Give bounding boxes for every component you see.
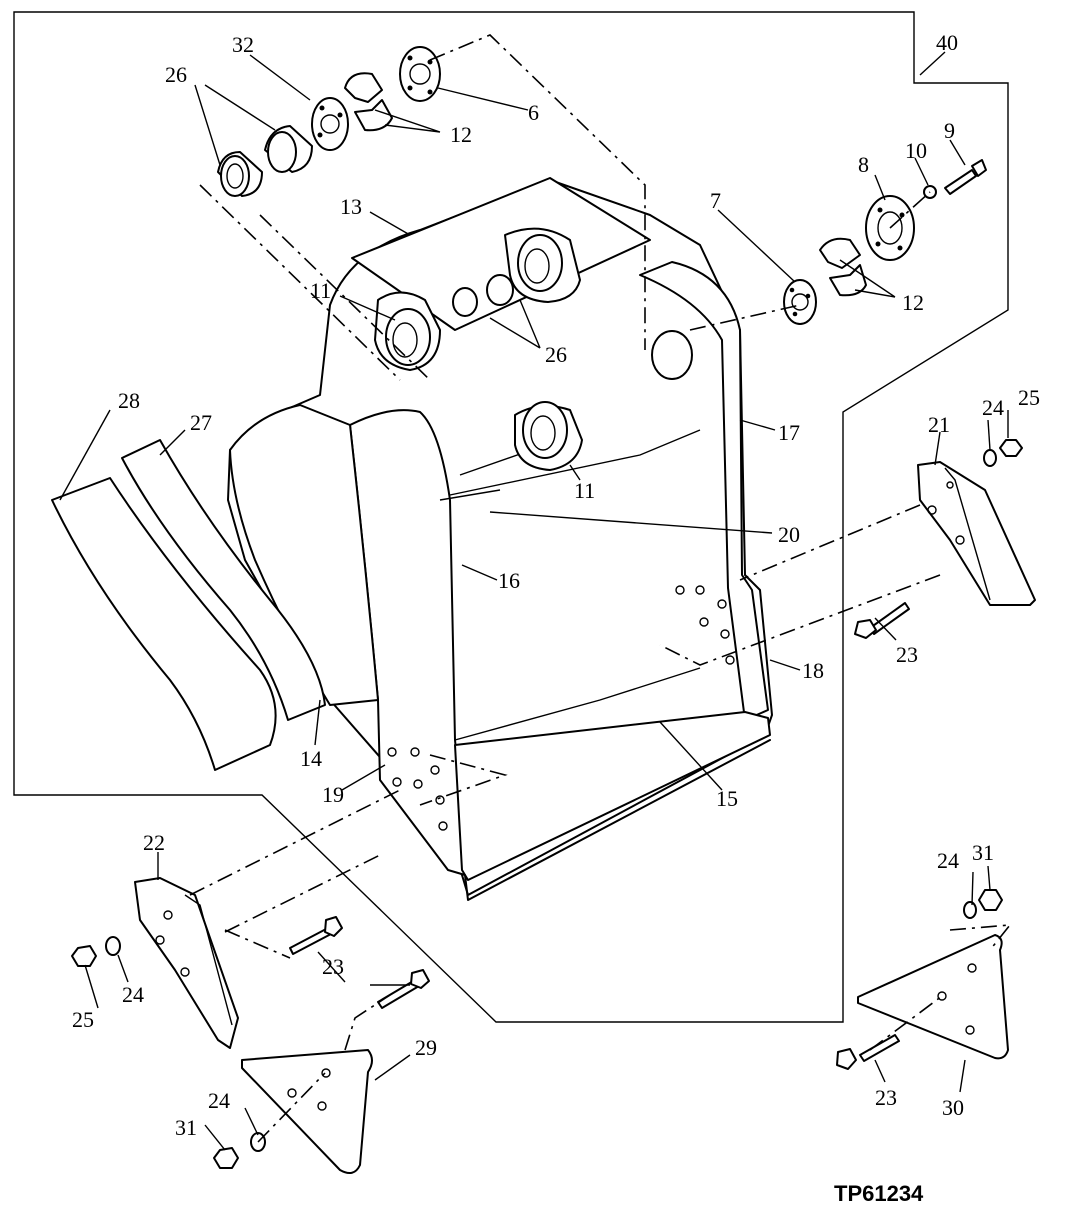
bushing-on-boss-b: [486, 274, 514, 306]
pin-hardware-upper-left: [217, 46, 441, 197]
leader-lines: [59, 51, 1009, 1151]
callout-14: 14: [300, 746, 322, 771]
left-upper-bore: [385, 308, 431, 366]
callout-26-upper: 26: [165, 62, 187, 87]
callout-16: 16: [498, 568, 520, 593]
callout-30: 30: [942, 1095, 964, 1120]
drawing-code: TP61234: [834, 1181, 924, 1206]
callout-17: 17: [778, 420, 800, 445]
left-side-bolt-holes: [387, 747, 448, 831]
right-ear-bore: [651, 330, 693, 380]
side-cutter-right: [917, 439, 1036, 606]
callout-20: 20: [778, 522, 800, 547]
callout-12-right: 12: [902, 290, 924, 315]
bushing-on-boss-a: [452, 287, 478, 317]
right-upper-bore: [517, 234, 563, 292]
callout-24-left: 24: [122, 982, 144, 1007]
callout-7: 7: [710, 188, 721, 213]
callout-24-lower-right: 24: [937, 848, 959, 873]
callout-23-center: 23: [322, 954, 344, 979]
callout-40: 40: [936, 30, 958, 55]
callout-32: 32: [232, 32, 254, 57]
callout-11-lower: 11: [574, 478, 595, 503]
callout-26-lower: 26: [545, 342, 567, 367]
callout-23-right: 23: [896, 642, 918, 667]
callout-24-bottom: 24: [208, 1088, 230, 1113]
bucket-body: [227, 177, 773, 901]
callout-10: 10: [905, 138, 927, 163]
callout-18: 18: [802, 658, 824, 683]
right-side-plate: [639, 261, 769, 721]
callout-25-right: 25: [1018, 385, 1040, 410]
callout-6: 6: [528, 100, 539, 125]
callout-31-left: 31: [175, 1115, 197, 1140]
callout-29: 29: [415, 1035, 437, 1060]
assembly-outline: [13, 11, 1009, 1023]
callout-22: 22: [143, 830, 165, 855]
bolt-23-right: [854, 602, 910, 639]
callout-13: 13: [340, 194, 362, 219]
callout-28: 28: [118, 388, 140, 413]
wear-strip-27: [121, 439, 326, 721]
wear-strip-28: [51, 477, 277, 771]
callout-9: 9: [944, 118, 955, 143]
bolt-23-lower-a: [289, 916, 343, 955]
callout-11-upper: 11: [310, 278, 331, 303]
callout-15: 15: [716, 786, 738, 811]
left-outer-wrapper: [229, 404, 379, 706]
callout-labels: 40 32 26 6 12 9 10 8 7 12 13 11 26 28 27…: [72, 30, 1040, 1206]
side-cutter-left: [71, 877, 239, 1049]
callout-27: 27: [190, 410, 212, 435]
pin-hardware-right: [783, 159, 987, 325]
callout-23-bottom-right: 23: [875, 1085, 897, 1110]
callout-19: 19: [322, 782, 344, 807]
right-side-bolt-holes: [675, 585, 735, 665]
callout-8: 8: [858, 152, 869, 177]
callout-25-left: 25: [72, 1007, 94, 1032]
bolt-23-lower-b: [377, 969, 430, 1009]
callout-24-right: 24: [982, 395, 1004, 420]
callout-31-right: 31: [972, 840, 994, 865]
cutting-edge-plate: [454, 711, 771, 881]
callout-12-upper: 12: [450, 122, 472, 147]
side-plate-29: [213, 1049, 373, 1175]
callout-21: 21: [928, 412, 950, 437]
side-plate-30: [836, 889, 1009, 1070]
